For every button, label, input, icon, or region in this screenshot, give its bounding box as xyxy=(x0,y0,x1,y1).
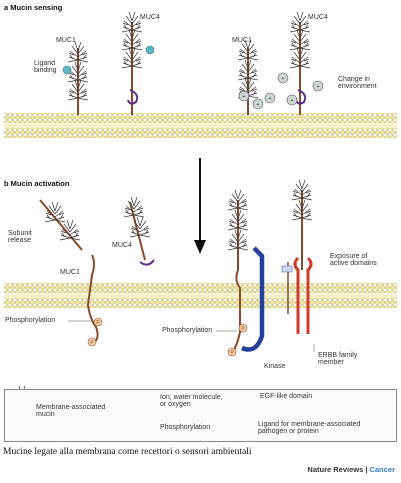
label-muc1-b: MUC1 xyxy=(60,269,80,276)
mucin-muc1-b xyxy=(86,254,99,344)
label-phosphorylation-2: Phosphorylation xyxy=(162,327,213,334)
mucin-kinase-b xyxy=(227,189,265,352)
legend-box xyxy=(4,389,397,442)
mucin-subunit-released xyxy=(39,199,83,251)
label-ligand-binding: Ligand binding xyxy=(34,60,57,75)
journal-credit: Nature Reviews | Cancer xyxy=(307,465,395,474)
legend-ligand-text: Ligand for membrane-associated pathogen … xyxy=(258,421,361,436)
mucin-muc1-a-left xyxy=(67,41,89,115)
label-muc1-a2: MUC1 xyxy=(232,37,252,44)
label-muc4-a2: MUC4 xyxy=(308,14,328,21)
mucin-muc4-a-right xyxy=(289,11,311,115)
transition-arrow xyxy=(194,158,206,254)
mucin-muc1-a-right xyxy=(237,39,259,115)
label-muc4-b: MUC4 xyxy=(112,242,132,249)
label-kinase: Kinase xyxy=(264,363,286,370)
figure-caption: Mucine legate alla membrana come recetto… xyxy=(3,447,252,457)
membrane-b xyxy=(4,283,397,308)
label-exposure: Exposure of active domains xyxy=(330,253,377,268)
membrane-a xyxy=(4,113,397,138)
credit-accent: Cancer xyxy=(369,465,395,474)
ligand-icon xyxy=(62,45,155,75)
label-muc4-a1: MUC4 xyxy=(140,14,160,21)
erbb-receptor xyxy=(281,256,313,334)
phospho-leaders xyxy=(68,320,315,352)
label-phosphorylation-1: Phosphorylation xyxy=(5,317,56,324)
legend-phospho-text: Phosphorylation xyxy=(160,424,211,431)
label-change-env: Change in environment xyxy=(338,76,377,91)
label-subunit-release: Subunit release xyxy=(8,230,32,245)
credit-main: Nature Reviews xyxy=(307,465,364,474)
credit-sep: | xyxy=(363,465,370,474)
mucin-muc4-a-left xyxy=(121,11,143,115)
label-erbb: ERBB family member xyxy=(318,352,358,367)
phosphorylation-icon xyxy=(87,317,248,357)
mucin-muc4-b xyxy=(123,196,155,266)
panel-b-title: b Mucin activation xyxy=(4,179,70,188)
legend-egf-text: EGF-like domain xyxy=(260,393,313,400)
mucin-exposed-b xyxy=(291,179,313,270)
panel-a-title: a Mucin sensing xyxy=(4,3,63,12)
legend-ion-text: Ion, water molecule, or oxygen xyxy=(160,394,223,409)
legend-mucin-text: Membrane-associated mucin xyxy=(36,404,106,419)
label-muc1-a1: MUC1 xyxy=(56,37,76,44)
